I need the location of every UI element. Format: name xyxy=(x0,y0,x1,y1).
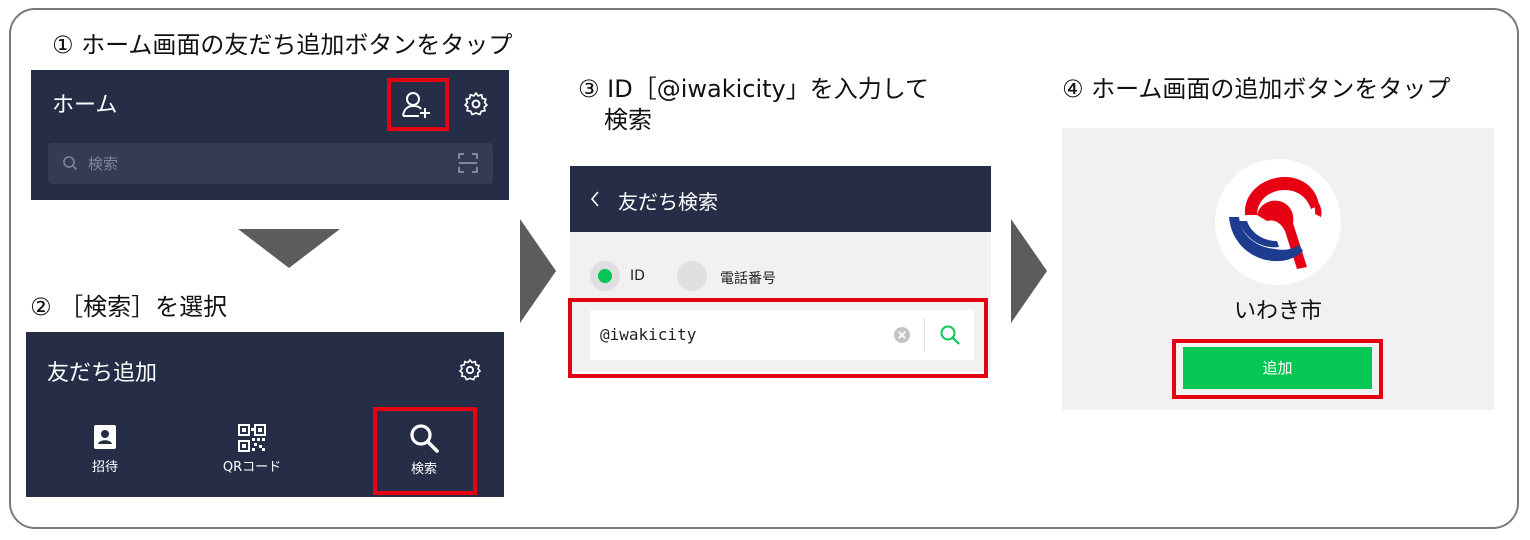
id-input-value: @iwakicity xyxy=(600,325,697,344)
gear-icon[interactable] xyxy=(458,358,482,382)
back-chevron-icon[interactable] xyxy=(590,191,600,207)
search-label: 検索 xyxy=(410,462,437,477)
add-button[interactable]: 追加 xyxy=(1183,347,1372,389)
invite-item[interactable]: 招待 xyxy=(55,424,155,475)
step3-title-line2: 検索 xyxy=(604,106,652,134)
add-friend-title: 友だち追加 xyxy=(47,361,158,386)
add-friend-highlight xyxy=(387,78,449,131)
input-divider xyxy=(924,318,925,352)
down-arrow xyxy=(238,229,340,268)
clear-icon[interactable] xyxy=(893,326,911,344)
invite-label: 招待 xyxy=(91,460,118,475)
add-friend-screen: 友だち追加 招待 QRコード xyxy=(26,332,504,497)
qr-code-icon xyxy=(238,424,266,452)
friend-search-title: 友だち検索 xyxy=(618,190,718,214)
gear-icon[interactable] xyxy=(463,91,489,117)
friend-search-header: 友だち検索 xyxy=(570,166,991,232)
option-id-label: ID xyxy=(630,268,645,284)
city-emblem-icon xyxy=(1229,177,1322,269)
search-icon xyxy=(63,156,78,171)
home-screen: ホーム 検索 xyxy=(31,70,509,200)
right-arrow-1 xyxy=(520,219,556,323)
id-input-highlight xyxy=(568,298,988,378)
step4-title: ④ ホーム画面の追加ボタンをタップ xyxy=(1062,75,1451,103)
id-input[interactable]: @iwakicity xyxy=(590,310,974,360)
contacts-icon xyxy=(94,425,116,449)
result-card: いわき市 追加 xyxy=(1062,128,1494,410)
search-icon xyxy=(410,424,439,453)
radio-phone[interactable] xyxy=(677,261,707,291)
add-button-highlight xyxy=(1172,339,1383,399)
option-phone-label: 電話番号 xyxy=(720,271,776,287)
outer-frame xyxy=(9,8,1519,529)
account-name: いわき市 xyxy=(1233,299,1322,324)
add-friend-icon[interactable] xyxy=(401,89,433,121)
qr-code-label: QRコード xyxy=(222,460,282,475)
home-title: ホーム xyxy=(52,93,118,118)
home-search-bar[interactable]: 検索 xyxy=(48,143,493,184)
qr-code-item[interactable]: QRコード xyxy=(202,424,302,475)
right-arrow-2 xyxy=(1011,219,1047,323)
search-icon[interactable] xyxy=(939,324,961,346)
search-placeholder: 検索 xyxy=(88,155,119,173)
search-item[interactable]: 検索 xyxy=(374,422,474,477)
step2-title: ② ［検索］を選択 xyxy=(30,293,228,321)
search-highlight xyxy=(373,407,477,495)
step3-title-line1: ③ ID［@iwakicity」を入力して xyxy=(578,75,930,103)
radio-id-selected[interactable] xyxy=(590,261,620,291)
friend-search-body: ID 電話番号 @iwakicity xyxy=(570,232,991,372)
step1-title: ① ホーム画面の友だち追加ボタンをタップ xyxy=(52,31,513,59)
iwaki-city-logo xyxy=(1215,159,1341,285)
scan-icon[interactable] xyxy=(458,153,478,173)
